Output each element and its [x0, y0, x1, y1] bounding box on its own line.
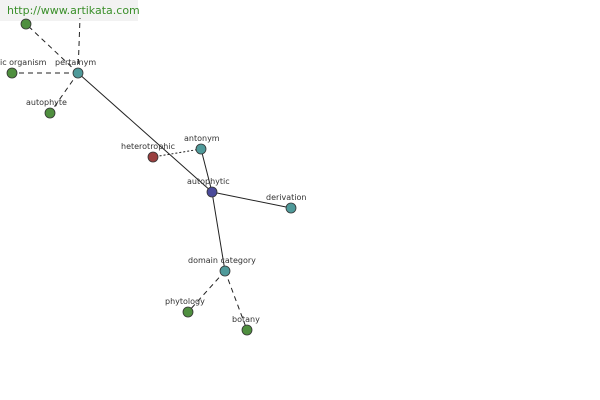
- labels: ic organism pertainym autophyte antonym …: [0, 58, 306, 324]
- label-botany: botany: [232, 315, 260, 324]
- edge-pertainym-top: [77, 17, 81, 74]
- edge-autophytic-pertainym: [77, 72, 213, 193]
- node-top-left[interactable]: [20, 18, 32, 30]
- label-pertainym: pertainym: [55, 58, 96, 67]
- node-heterotrophic[interactable]: [147, 151, 159, 163]
- node-domain-category[interactable]: [219, 265, 231, 277]
- edges: [12, 17, 292, 331]
- edge-pertainym-autophyte: [49, 72, 79, 114]
- edge-domain-category-botany: [224, 270, 248, 331]
- label-derivation: derivation: [266, 193, 306, 202]
- node-antonym[interactable]: [195, 143, 207, 155]
- label-heterotrophic: heterotrophic: [121, 142, 175, 151]
- edge-domain-category-phytology: [187, 270, 226, 313]
- nodes: [6, 18, 297, 336]
- label-autophytic: autophytic: [187, 177, 230, 186]
- label-domain-category: domain category: [188, 256, 256, 265]
- edge-autophytic-domain-category: [211, 191, 226, 272]
- node-autophyte[interactable]: [44, 107, 56, 119]
- edge-antonym-heterotrophic: [152, 148, 202, 158]
- site-url-banner[interactable]: http://www.artikata.com: [0, 0, 140, 21]
- node-derivation[interactable]: [285, 202, 297, 214]
- node-autophytic[interactable]: [206, 186, 218, 198]
- label-organism: ic organism: [0, 58, 47, 67]
- node-pertainym[interactable]: [72, 67, 84, 79]
- node-botany[interactable]: [241, 324, 253, 336]
- node-phytology[interactable]: [182, 306, 194, 318]
- edge-pertainym-top-left: [25, 23, 79, 74]
- node-organism[interactable]: [6, 67, 18, 79]
- label-phytology: phytology: [165, 297, 205, 306]
- edge-autophytic-antonym: [200, 148, 213, 193]
- edge-autophytic-derivation: [211, 191, 292, 209]
- label-autophyte: autophyte: [26, 98, 67, 107]
- label-antonym: antonym: [184, 134, 220, 143]
